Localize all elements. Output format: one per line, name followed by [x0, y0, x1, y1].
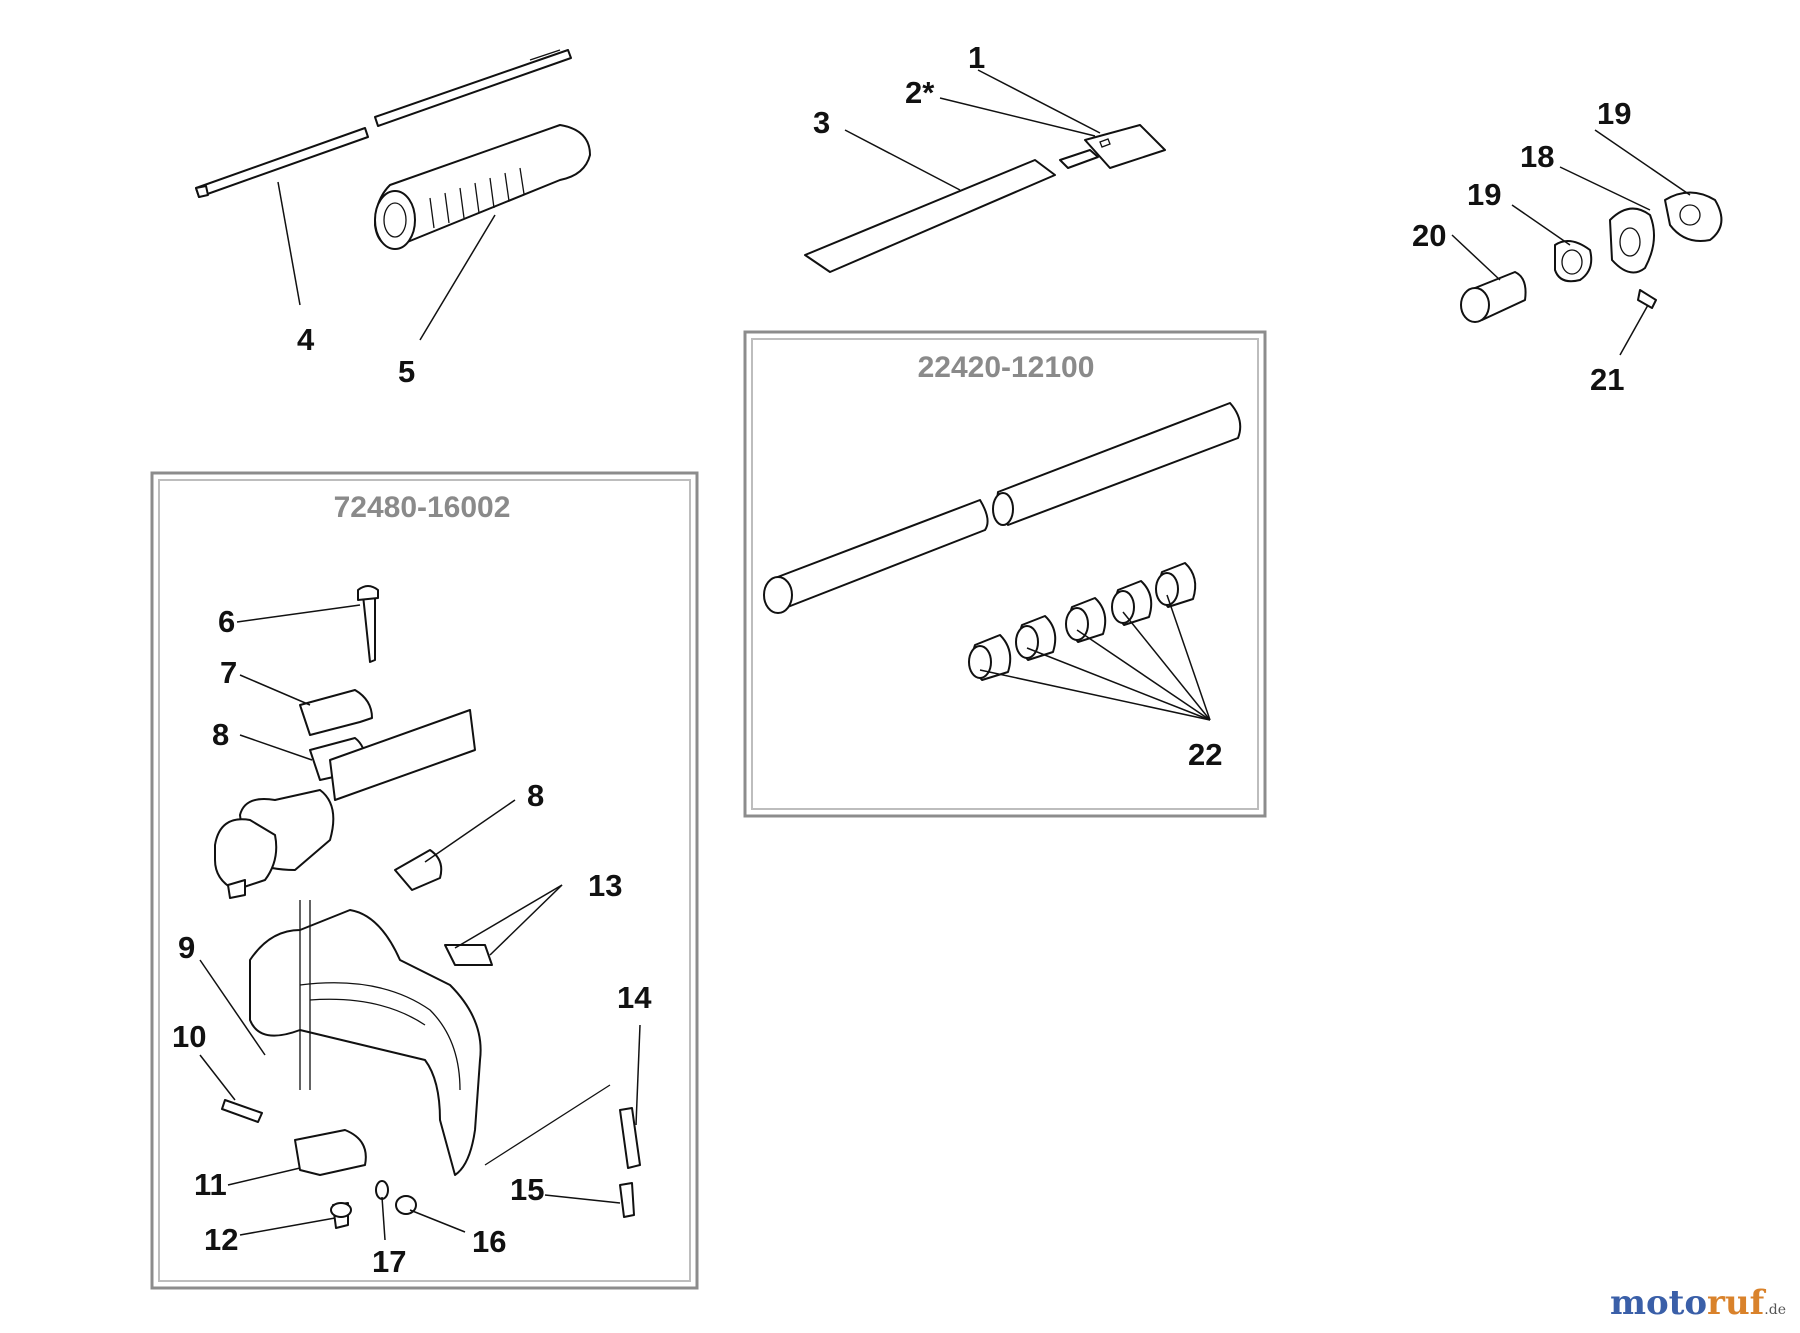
watermark-text-1: moto [1609, 1283, 1708, 1323]
decal-parts [804, 124, 1166, 273]
callout-8-upper: 8 [212, 717, 229, 752]
callout-16: 16 [472, 1224, 506, 1259]
callout-10: 10 [172, 1019, 206, 1054]
callout-6: 6 [218, 604, 235, 639]
callout-15: 15 [510, 1172, 544, 1207]
guard-kit-number: 72480-16002 [334, 491, 511, 524]
clamp-group-parts [1460, 191, 1723, 323]
guard-assembly-part [214, 585, 641, 1229]
callout-numbers: 1 2* 3 4 5 19 18 19 20 21 22 6 7 8 8 13 … [172, 40, 1631, 1279]
watermark-text-3: .de [1764, 1302, 1786, 1318]
callout-5: 5 [398, 354, 415, 389]
callout-8-lower: 8 [527, 778, 544, 813]
callout-9: 9 [178, 930, 195, 965]
callout-12: 12 [204, 1222, 238, 1257]
callout-4: 4 [297, 322, 315, 357]
main-pipe-part [763, 402, 1242, 614]
guard-kit-box: 72480-16002 [150, 471, 699, 1290]
callout-13: 13 [588, 868, 622, 903]
callout-19-mid: 19 [1467, 177, 1501, 212]
callout-1: 1 [968, 40, 985, 75]
callout-21: 21 [1590, 362, 1624, 397]
callout-20: 20 [1412, 218, 1446, 253]
callout-14: 14 [617, 980, 652, 1015]
grip-part [374, 124, 591, 250]
callout-2: 2* [905, 75, 935, 110]
watermark-text-2: ruf [1707, 1283, 1765, 1323]
shaft-kit-box: 22420-12100 [743, 330, 1267, 818]
callout-7: 7 [220, 655, 237, 690]
bushing-parts [968, 562, 1197, 681]
callout-22: 22 [1188, 737, 1222, 772]
site-watermark: motoruf.de [1610, 1283, 1786, 1323]
callout-18: 18 [1520, 139, 1554, 174]
shaft-kit-number: 22420-12100 [918, 351, 1095, 384]
callout-3: 3 [813, 105, 830, 140]
leader-lines [199, 69, 1691, 1241]
callout-11: 11 [194, 1167, 227, 1202]
drive-shaft-part [195, 49, 572, 198]
callout-19-top: 19 [1597, 96, 1631, 131]
callout-17: 17 [372, 1244, 406, 1279]
